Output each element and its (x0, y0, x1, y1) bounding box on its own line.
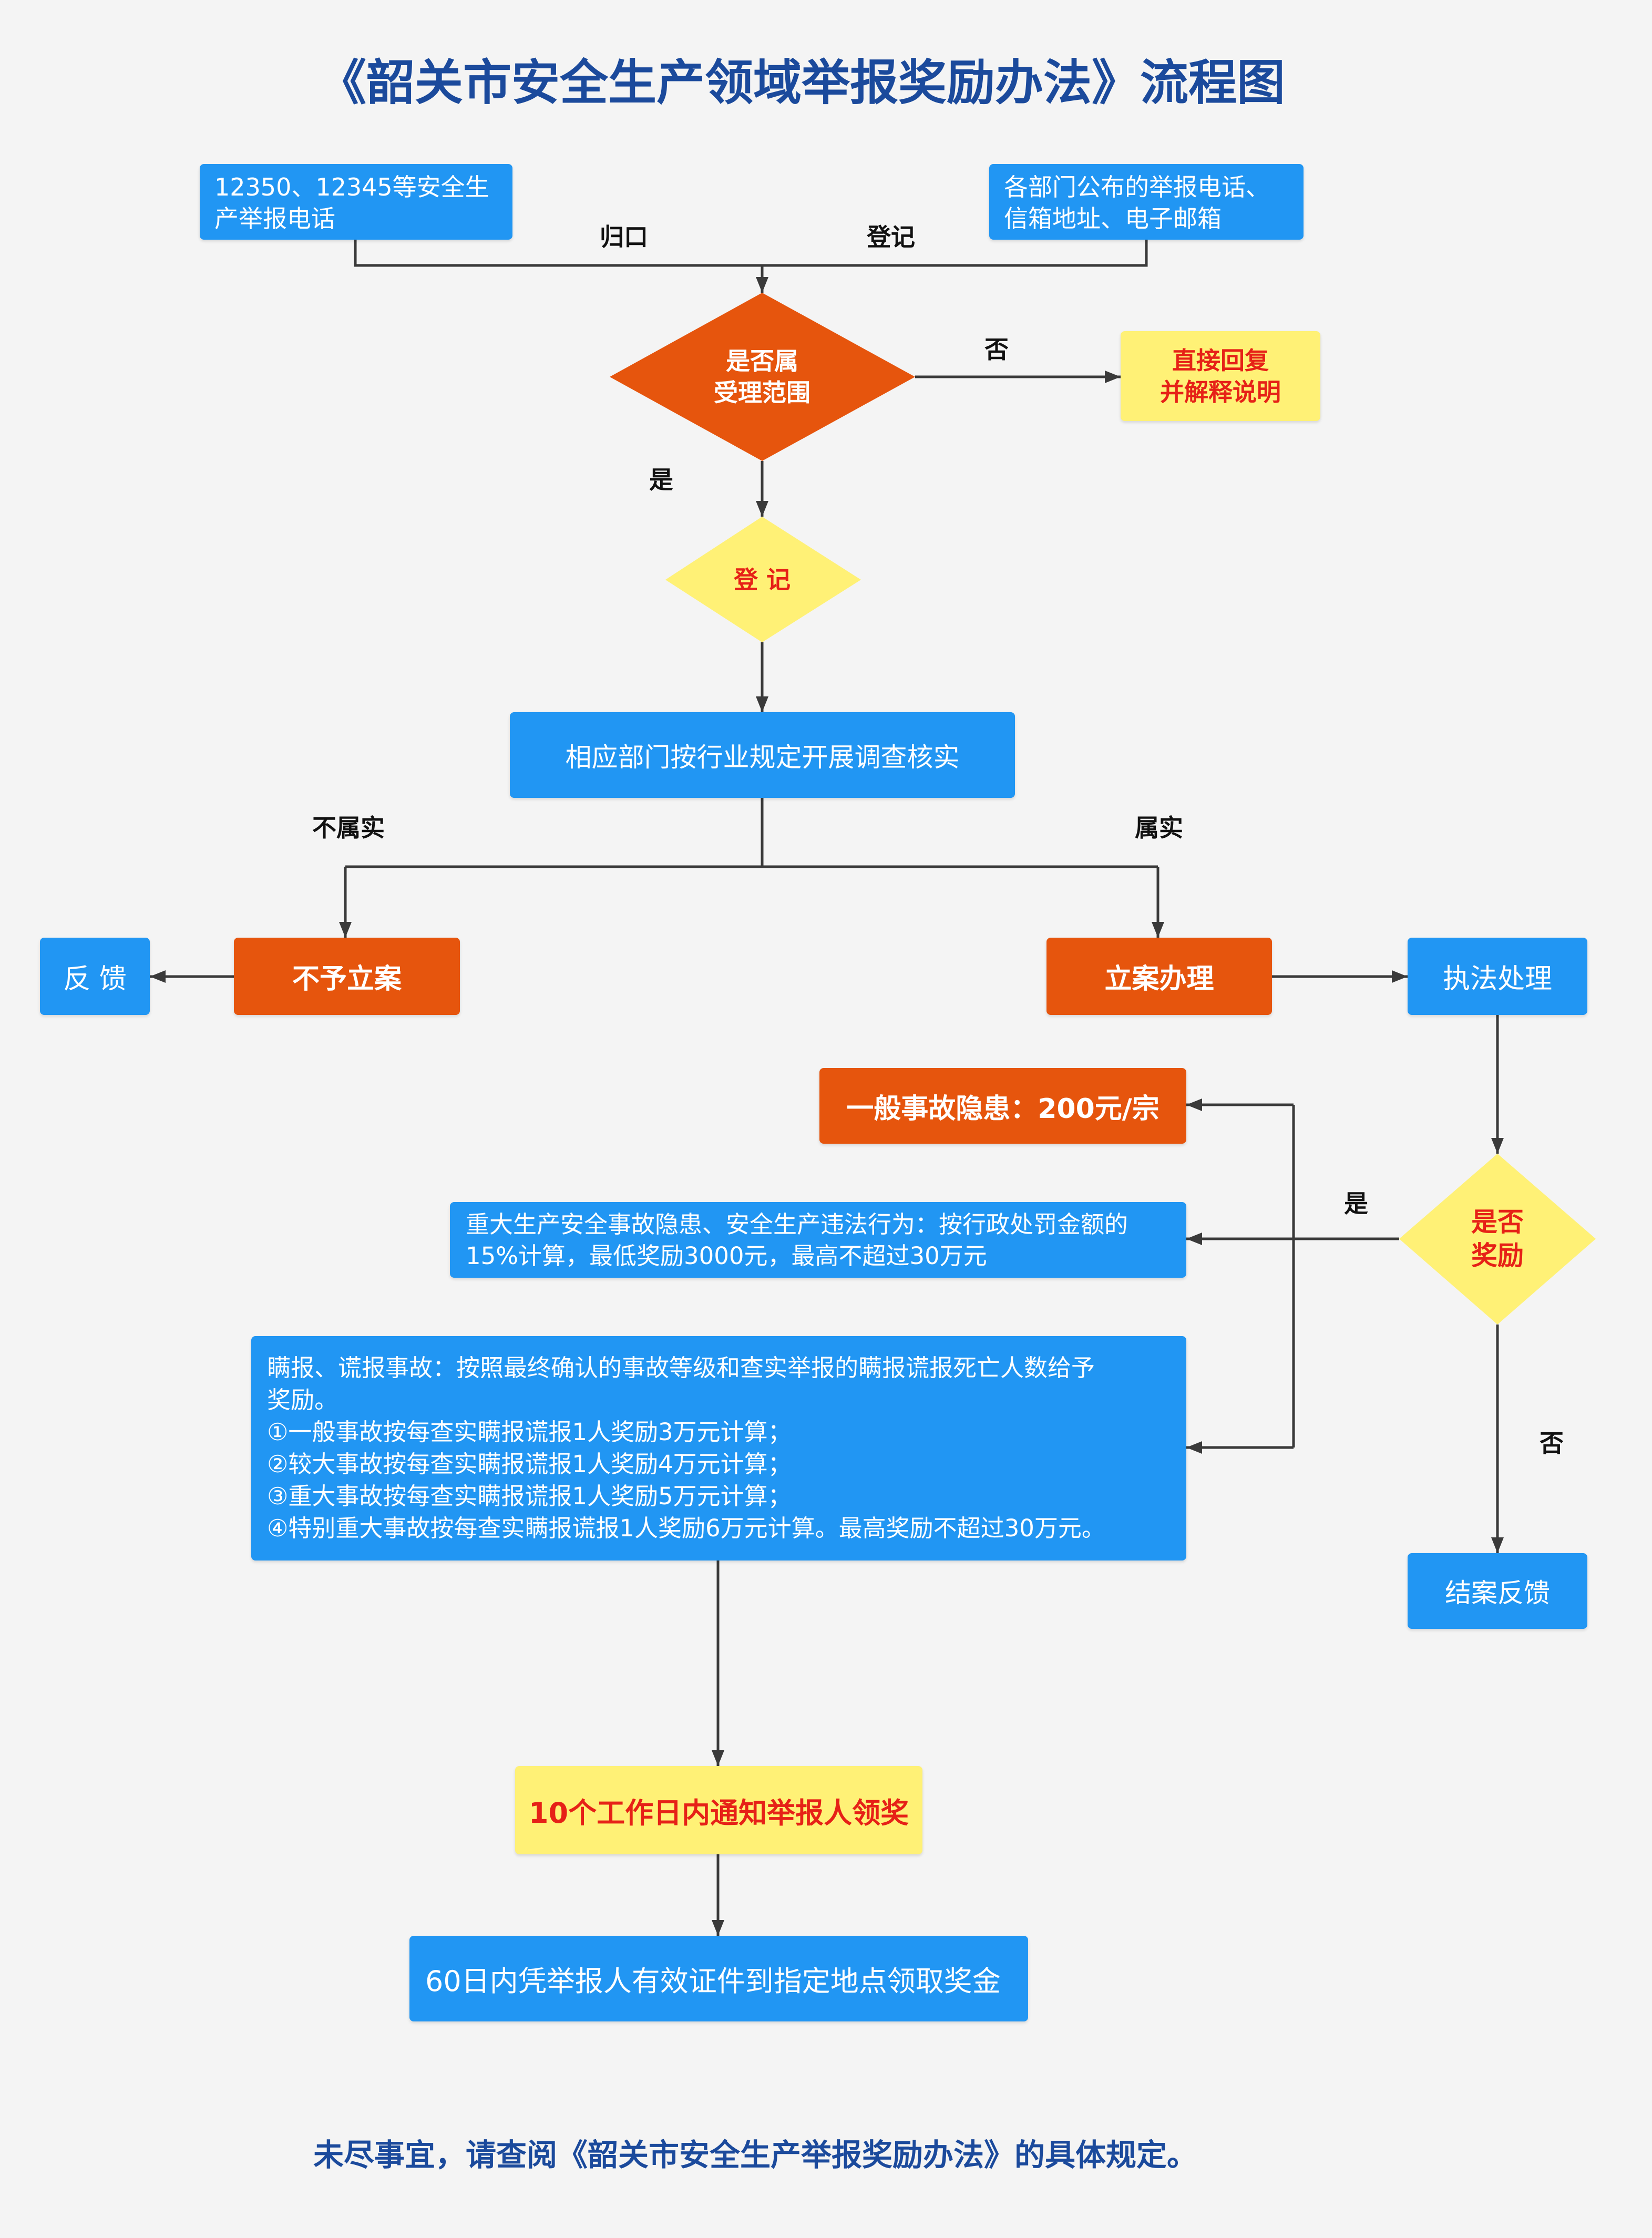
hotline-source-box: 12350、12345等安全生 产举报电话 (200, 164, 512, 240)
general-hazard-reward-box: 一般事故隐患：200元/宗 (819, 1068, 1186, 1144)
direct-reply-line: 直接回复 (1172, 346, 1269, 375)
edge-label-hotline-route: 归口 (600, 223, 648, 251)
investigate-box: 相应部门按行业规定开展调查核实 (510, 712, 1015, 798)
hotline-source-line: 产举报电话 (214, 204, 335, 233)
footer-note: 未尽事宜，请查阅《韶关市安全生产举报奖励办法》的具体规定。 (313, 2137, 1197, 2173)
concealment-reward-line: 奖励。 (267, 1386, 338, 1414)
reward-decision-label: 是否 奖励 (1419, 1176, 1576, 1302)
major-hazard-reward-line: 15%计算，最低奖励3000元，最高不超过30万元 (466, 1242, 987, 1270)
register-text: 登 记 (733, 566, 791, 594)
register-label: 登 记 (683, 548, 841, 611)
edge-label-unfounded: 不属实 (312, 814, 385, 842)
notify-winner-text: 10个工作日内通知举报人领奖 (528, 1796, 909, 1830)
collect-reward-box: 60日内凭举报人有效证件到指定地点领取奖金 (409, 1936, 1028, 2021)
edge-label-reward-yes: 是 (1344, 1189, 1368, 1218)
sources-merge-connector (354, 240, 1148, 267)
file-case-box: 立案办理 (1046, 938, 1272, 1015)
department-channels-source-box: 各部门公布的举报电话、 信箱地址、电子邮箱 (989, 164, 1304, 240)
close-feedback-box: 结案反馈 (1408, 1553, 1587, 1629)
page-title: 《韶关市安全生产领域举报奖励办法》流程图 (317, 55, 1285, 111)
scope-decision-diamond (610, 293, 915, 461)
concealment-reward-line: 瞒报、谎报事故：按照最终确认的事故等级和查实举报的瞒报谎报死亡人数给予 (267, 1354, 1095, 1382)
investigate-text: 相应部门按行业规定开展调查核实 (565, 742, 960, 773)
no-case-text: 不予立案 (292, 963, 402, 995)
concealment-reward-line: ①一般事故按每查实瞒报谎报1人奖励3万元计算； (267, 1418, 792, 1446)
edge-label-founded: 属实 (1135, 814, 1183, 842)
enforcement-box: 执法处理 (1408, 938, 1587, 1015)
feedback-text: 反 馈 (63, 963, 127, 995)
no-case-box: 不予立案 (234, 938, 460, 1015)
concealment-reward-line: ③重大事故按每查实瞒报谎报1人奖励5万元计算； (267, 1482, 792, 1510)
general-hazard-reward-text: 一般事故隐患：200元/宗 (846, 1093, 1160, 1125)
department-channels-line: 各部门公布的举报电话、 (1004, 173, 1270, 201)
enforcement-text: 执法处理 (1442, 963, 1552, 995)
concealment-reward-line: ②较大事故按每查实瞒报谎报1人奖励4万元计算； (267, 1450, 792, 1478)
direct-reply-line: 并解释说明 (1160, 377, 1281, 406)
collect-reward-text: 60日内凭举报人有效证件到指定地点领取奖金 (425, 1965, 1001, 1998)
scope-decision-line: 受理范围 (714, 378, 810, 407)
file-case-text: 立案办理 (1104, 963, 1214, 995)
direct-reply-box: 直接回复 并解释说明 (1121, 331, 1320, 421)
edge-label-out-of-scope: 否 (984, 335, 1009, 364)
major-hazard-reward-box: 重大生产安全事故隐患、安全生产违法行为：按行政处罚金额的 15%计算，最低奖励3… (450, 1202, 1186, 1278)
notify-winner-box: 10个工作日内通知举报人领奖 (515, 1766, 922, 1854)
edge-label-department-route: 登记 (867, 223, 915, 251)
concealment-reward-line: ④特别重大事故按每查实瞒报谎报1人奖励6万元计算。最高奖励不超过30万元。 (267, 1514, 1105, 1542)
edge-label-reward-no: 否 (1540, 1429, 1564, 1457)
feedback-box: 反 馈 (40, 938, 150, 1015)
reward-decision-line: 奖励 (1471, 1240, 1524, 1271)
scope-decision-label: 是否属 受理范围 (657, 315, 867, 438)
register-diamond (665, 517, 861, 642)
close-feedback-text: 结案反馈 (1445, 1578, 1550, 1608)
reward-decision-line: 是否 (1471, 1207, 1524, 1237)
hotline-source-line: 12350、12345等安全生 (214, 173, 489, 201)
concealment-reward-box: 瞒报、谎报事故：按照最终确认的事故等级和查实举报的瞒报谎报死亡人数给予 奖励。 … (251, 1336, 1186, 1561)
scope-decision-line: 是否属 (726, 347, 798, 375)
department-channels-line: 信箱地址、电子邮箱 (1004, 204, 1222, 233)
edge-label-in-scope: 是 (649, 466, 673, 494)
major-hazard-reward-line: 重大生产安全事故隐患、安全生产违法行为：按行政处罚金额的 (466, 1210, 1128, 1238)
reward-decision-diamond (1399, 1154, 1596, 1325)
